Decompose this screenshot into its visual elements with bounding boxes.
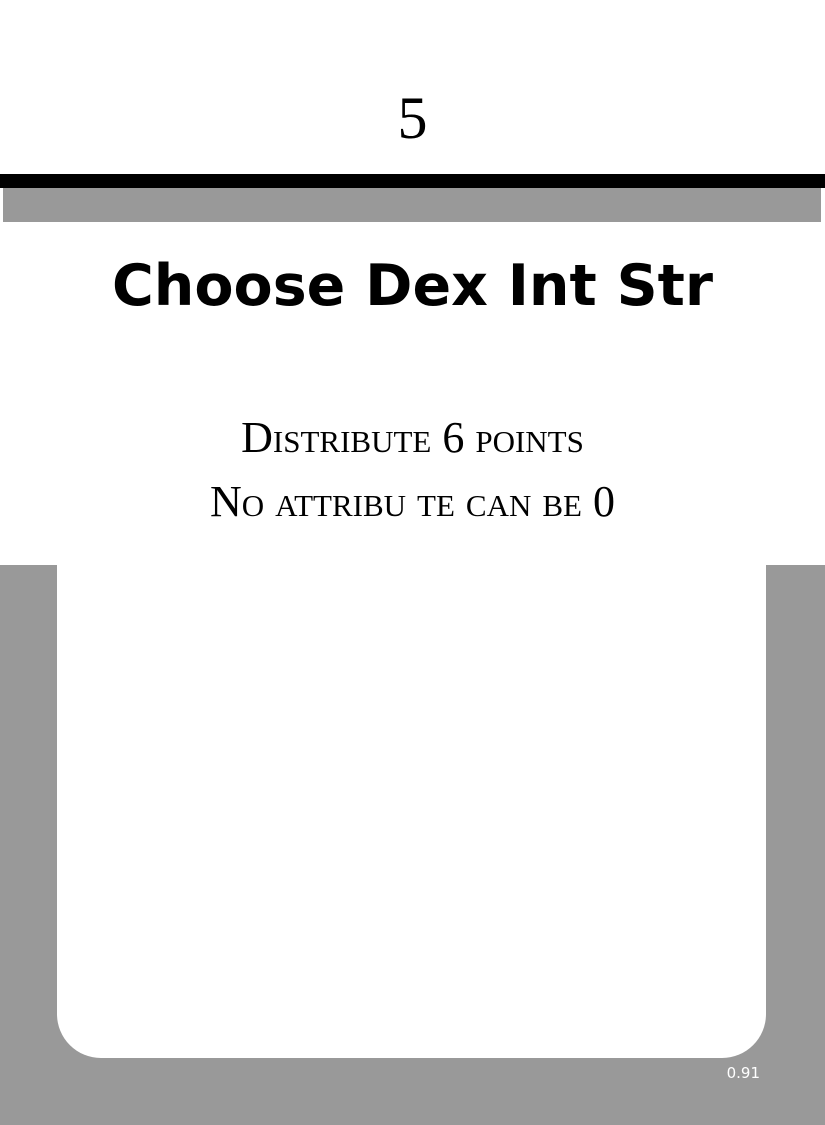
rule-text-line-2: No attribu te can be 0 (210, 477, 615, 526)
header-band (3, 188, 821, 222)
art-area (57, 565, 766, 1058)
version-label: 0.91 (726, 1064, 760, 1082)
rule-text-line-1: Distribute 6 points (241, 413, 584, 462)
card-title: Choose Dex Int Str (111, 253, 714, 319)
header-divider (0, 174, 825, 188)
card-number: 5 (397, 85, 428, 151)
